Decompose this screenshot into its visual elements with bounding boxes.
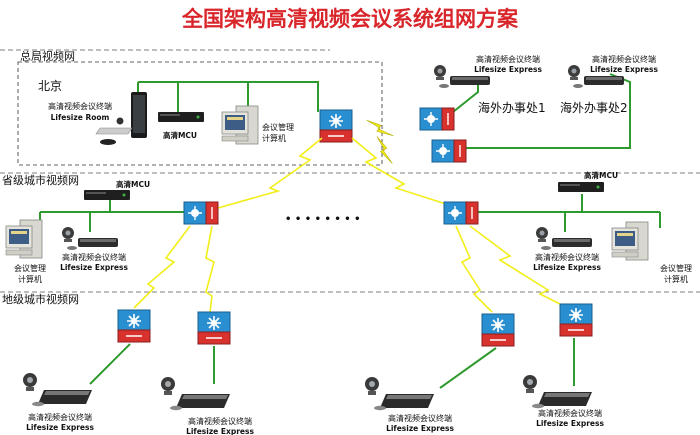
prefecture-terminal-2-line2: Lifesize Express [186,427,254,435]
provincial-right-computer [611,221,649,261]
provincial-right-mgmt-line2: 计算机 [664,274,688,284]
provincial-left-mgmt-line1: 会议管理 [14,263,46,273]
provincial-left-mcu [84,190,130,200]
hq-network-boundary [17,61,383,166]
overseas1-router [419,107,455,131]
prefecture-terminal-3-line2: Lifesize Express [386,424,454,433]
prefecture-router-3 [481,313,515,347]
overseas2-terminal-label-line1: 高清视频会议终端 [592,54,656,64]
prefecture-terminal-4 [523,375,592,409]
hq-core-router [319,109,353,143]
section-label-prefecture: 地级城市视频网 [2,292,79,306]
hq-management-computer [221,105,259,145]
wan-link-hq-overseas1 [366,113,394,143]
prefecture-terminal-3 [365,377,434,411]
hq-mgmt-label-line2: 计算机 [262,133,286,143]
overseas1-label: 海外办事处1 [478,100,546,115]
overseas2-terminal-label-line2: Lifesize Express [590,65,658,74]
provincial-left-terminal-line2: Lifesize Express [60,263,128,272]
provincial-left-computer [5,219,43,259]
wan-links-hq-provincial [217,137,453,209]
provincial-right-mcu-label: 高清MCU [584,170,618,180]
provincial-left-mcu-label: 高清MCU [116,179,150,189]
hq-mgmt-label-line1: 会议管理 [262,122,294,132]
overseas1-terminal-label-line1: 高清视频会议终端 [476,54,540,64]
prefecture-terminal-1 [23,373,92,407]
hq-mcu-label: 高清MCU [163,130,197,140]
hq-city-label: 北京 [38,79,62,93]
provincial-right-mcu [558,182,604,192]
provincial-right-terminal-line2: Lifesize Express [533,263,601,272]
diagram-title: 全国架构高清视频会议系统组网方案 [181,7,519,31]
prefecture-terminal-1-line1: 高清视频会议终端 [28,412,92,422]
prefecture-router-1 [117,309,151,343]
provincial-right-terminal-line1: 高清视频会议终端 [535,252,599,262]
prefecture-terminal-4-line1: 高清视频会议终端 [538,408,602,418]
provincial-left-router [183,201,219,225]
hq-lan-links [137,81,319,112]
prefecture-terminal-4-line2: Lifesize Express [536,419,604,428]
section-label-hq: 总局视频网 [20,49,75,63]
prefecture-lan-links [89,338,575,389]
section-label-provincial: 省级城市视频网 [2,173,79,187]
prefecture-router-4 [559,303,593,337]
provincial-left-terminal-line1: 高清视频会议终端 [62,252,126,262]
lifesize-room-terminal [95,92,147,145]
overseas2-label: 海外办事处2 [560,100,628,115]
overseas2-router [431,139,467,163]
overseas1-terminal-label-line2: Lifesize Express [474,65,542,74]
hq-mcu-device [158,112,204,122]
provincial-right-lan [478,194,661,232]
provincial-right-mgmt-line1: 会议管理 [660,263,692,273]
wan-links-provincial-prefecture [133,225,569,313]
prefecture-terminal-1-line2: Lifesize Express [26,423,94,432]
provincial-left-mgmt-line2: 计算机 [18,274,42,284]
hq-terminal-label-line1: 高清视频会议终端 [48,101,112,111]
hq-terminal-label-line2: Lifesize Room [51,113,110,122]
prefecture-router-2 [197,311,231,345]
prefecture-terminal-2-line1: 高清视频会议终端 [188,416,252,426]
prefecture-terminal-3-line1: 高清视频会议终端 [388,413,452,423]
wan-link-hq-overseas2 [372,136,397,164]
provincial-right-router [443,201,479,225]
ellipsis-more-provinces: • • • • • • • • [285,214,361,225]
prefecture-terminal-2 [161,377,230,411]
